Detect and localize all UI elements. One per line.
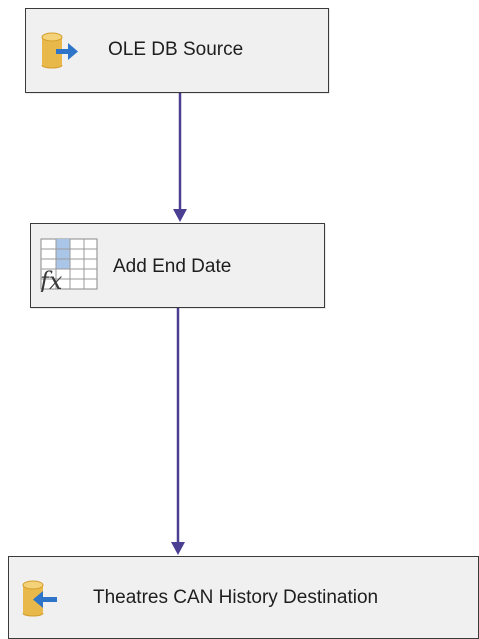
component-theatres-can-history-destination[interactable]: Theatres CAN History Destination: [8, 556, 479, 639]
database-destination-icon: [22, 580, 57, 617]
svg-text:fx: fx: [38, 267, 63, 292]
connector-derived-to-destination[interactable]: [171, 308, 185, 555]
derived-column-icon: fx: [38, 238, 98, 292]
component-label: Add End Date: [113, 256, 232, 277]
connector-source-to-derived[interactable]: [173, 93, 187, 222]
component-label: OLE DB Source: [108, 39, 244, 60]
component-label: Theatres CAN History Destination: [93, 587, 379, 608]
component-ole-db-source[interactable]: OLE DB Source: [25, 8, 329, 93]
database-source-icon: [41, 32, 78, 69]
component-add-end-date[interactable]: fx Add End Date: [30, 223, 325, 308]
